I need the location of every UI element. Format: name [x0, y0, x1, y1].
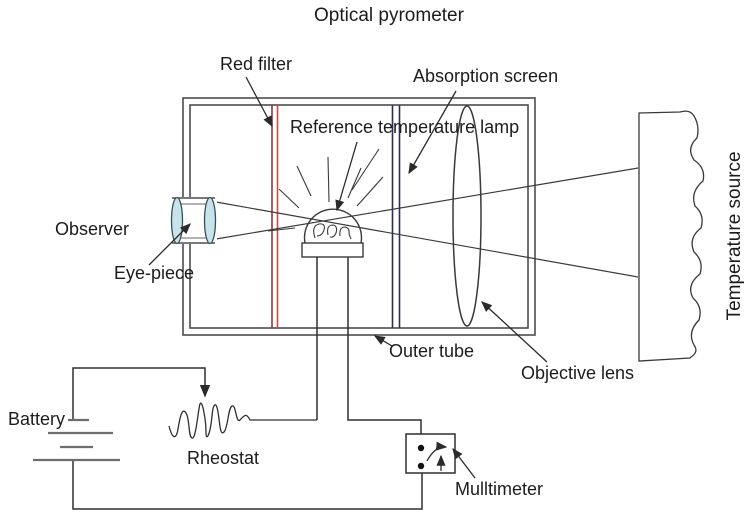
diagram-title: Optical pyrometer	[314, 5, 464, 26]
multimeter-box	[405, 433, 456, 474]
multimeter-arrow	[452, 447, 476, 479]
lamp-ray	[296, 165, 312, 197]
eye-piece-lens-left	[170, 196, 184, 245]
lamp-ray	[351, 148, 380, 191]
battery-label: Battery	[8, 409, 66, 429]
multimeter-label: Mulltimeter	[455, 479, 544, 499]
lamp-base	[301, 242, 364, 258]
battery-symbol	[33, 418, 120, 462]
light-ray-lower	[215, 201, 639, 278]
multimeter-to-battery-wire	[72, 460, 423, 510]
rheostat-zigzag	[168, 402, 317, 439]
rheostat-label: Rheostat	[187, 448, 260, 468]
absorption-screen-element	[391, 105, 401, 328]
absorption-screen-label: Absorption screen	[413, 66, 559, 86]
reference-lamp-label: Reference temperature lamp	[290, 117, 520, 137]
lamp-ray	[347, 167, 362, 199]
absorption-screen-arrow	[408, 90, 457, 175]
lamp-ray	[356, 176, 384, 207]
observer-label: Observer	[55, 219, 130, 239]
light-ray-upper	[215, 167, 639, 240]
objective-lens-arrow	[481, 301, 548, 363]
red-filter-element	[271, 105, 279, 328]
eye-piece-lens-right	[203, 196, 217, 245]
multimeter-terminal-bottom	[417, 462, 425, 470]
objective-lens-shape	[452, 105, 482, 327]
outer-tube-arrow	[373, 335, 393, 347]
lamp-to-multimeter-wire	[347, 257, 422, 434]
circuit-wires	[72, 257, 423, 510]
multimeter-symbol	[405, 433, 456, 474]
red-filter-arrow	[245, 76, 273, 128]
light-rays	[215, 167, 639, 278]
lamp-ray	[267, 227, 296, 232]
objective-lens-label: Objective lens	[521, 363, 635, 383]
lamp-ray	[327, 156, 330, 203]
temperature-source-shape	[638, 110, 705, 362]
lamp-bulb-dome	[303, 208, 363, 244]
lamp-ray	[278, 188, 300, 209]
reference-lamp-arrow	[335, 141, 358, 212]
eye-piece-label: Eye-piece	[114, 263, 195, 283]
battery-to-rheostat-wire	[72, 367, 211, 420]
eye-piece-arrow	[148, 223, 191, 266]
label-arrows	[148, 76, 548, 479]
lamp-filament-scribble	[313, 223, 352, 240]
multimeter-needle	[426, 441, 448, 462]
temperature-source-label: Temperature source	[724, 151, 746, 321]
eye-piece-assembly	[170, 196, 217, 245]
outer-tube-label: Outer tube	[389, 341, 475, 361]
red-filter-label: Red filter	[220, 54, 293, 74]
reference-lamp-assembly	[267, 148, 384, 258]
multimeter-terminal-top	[417, 444, 425, 452]
lamp-rays	[267, 148, 384, 232]
